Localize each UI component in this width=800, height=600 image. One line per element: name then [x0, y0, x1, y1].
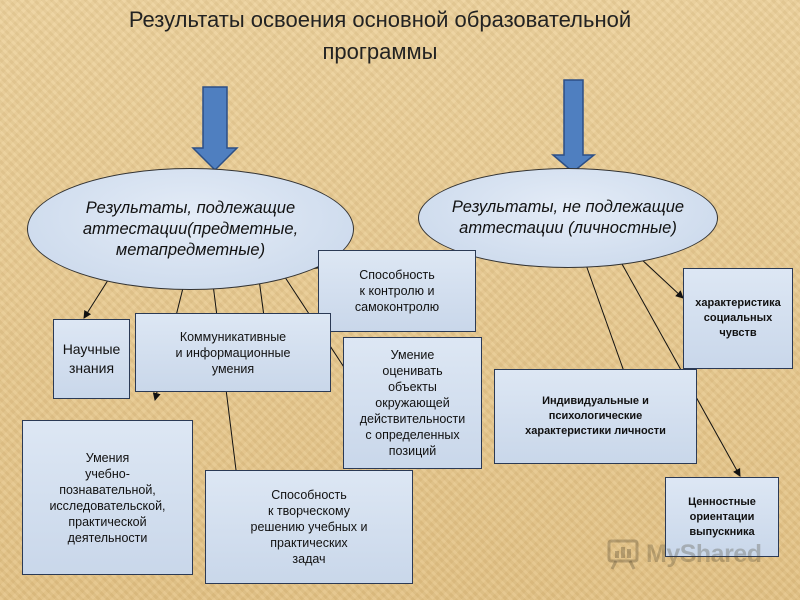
title-line-2: программы — [322, 39, 438, 64]
down-arrow-right — [550, 79, 597, 173]
down-arrow-left — [191, 86, 239, 172]
scientific-knowledge-box: Научные знания — [53, 319, 130, 399]
individual-characteristics-box: Индивидуальные и психологические характе… — [494, 369, 697, 464]
non-attested-line-1: Результаты, не подлежащие — [451, 198, 685, 216]
social-feelings-box: характеристика социальных чувств — [683, 268, 793, 369]
attested-line-2: аттестации(предметные, — [82, 219, 299, 238]
connector-to-social — [639, 257, 684, 299]
control-box: Способность к контролю и самоконтролю — [318, 250, 476, 332]
attested-line-3: метапредметные) — [115, 240, 266, 259]
watermark: MyShared — [606, 536, 762, 572]
creative-ability-box: Способность к творческому решению учебны… — [205, 470, 413, 584]
non-attested-line-2: аттестации (личностные) — [459, 219, 677, 237]
communicative-skills-box: Коммуникативные и информационные умения — [135, 313, 331, 392]
attested-line-1: Результаты, подлежащие — [85, 198, 296, 217]
presentation-board-icon — [607, 539, 639, 570]
watermark-text: MyShared — [646, 539, 762, 568]
connector-to-individual — [584, 261, 629, 381]
title-line-1: Результаты освоения основной образовател… — [128, 7, 632, 32]
non-attested-results-ellipse: Результаты, не подлежащие аттестации (ли… — [418, 168, 718, 268]
page-title: Результаты освоения основной образовател… — [60, 4, 700, 68]
attested-results-ellipse: Результаты, подлежащие аттестации(предме… — [27, 168, 354, 290]
learning-skills-box: Умения учебно- познавательной, исследова… — [22, 420, 193, 575]
value-orientations-box: Ценностные ориентации выпускника — [665, 477, 779, 557]
evaluate-objects-box: Умение оценивать объекты окружающей дейс… — [343, 337, 482, 469]
